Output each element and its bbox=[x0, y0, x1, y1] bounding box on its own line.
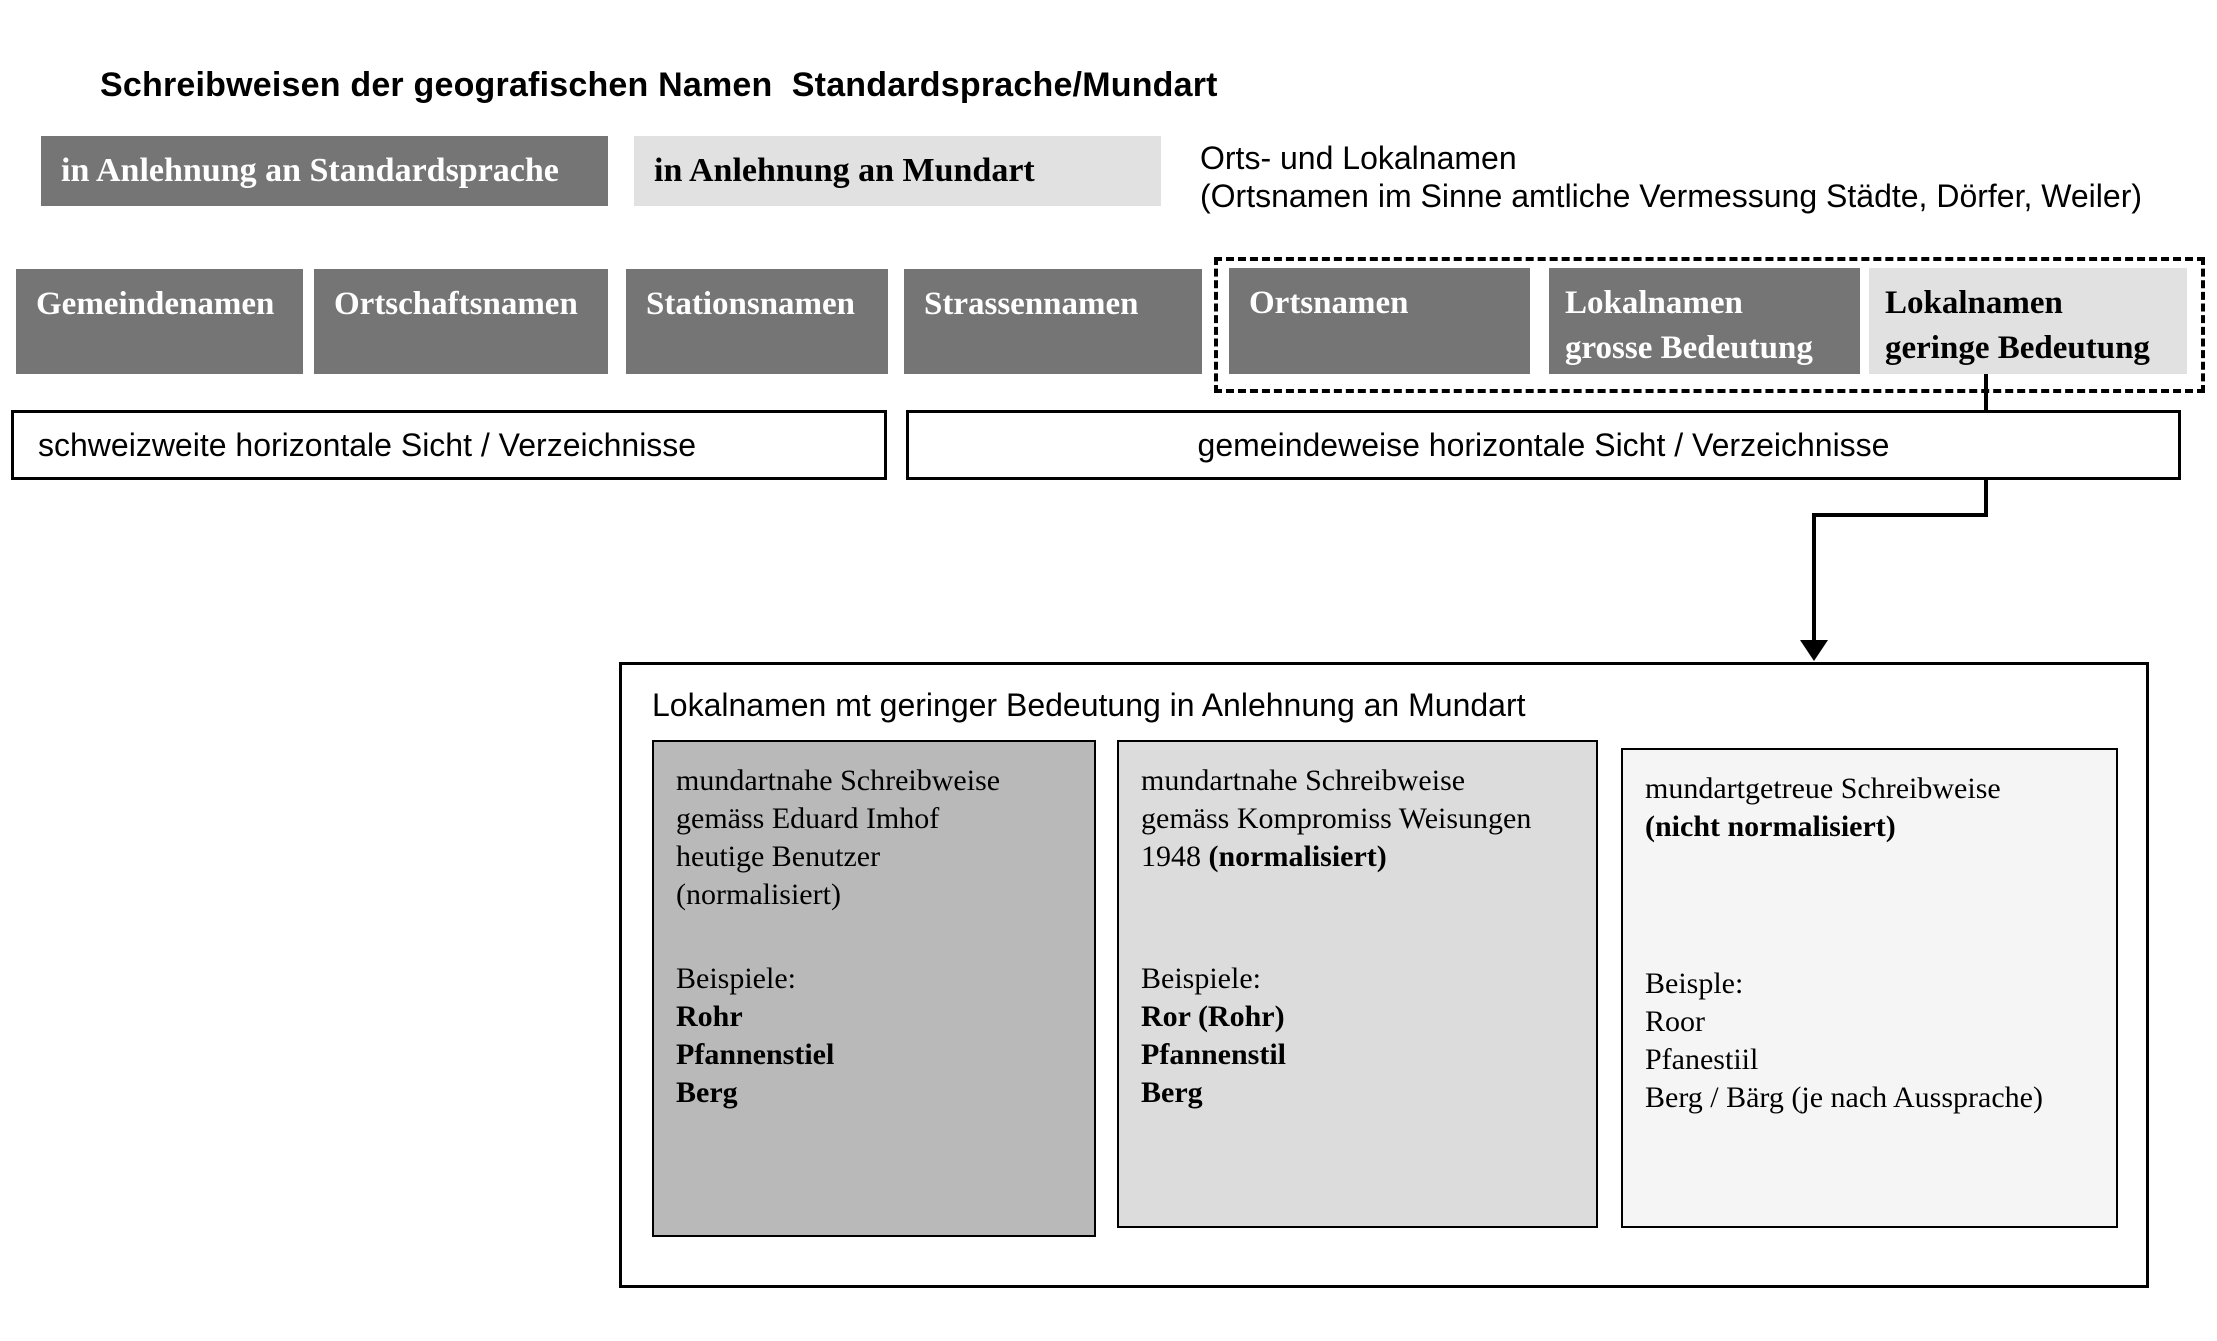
swiss-view-box: schweizweite horizontale Sicht / Verzeic… bbox=[11, 410, 887, 480]
card-mundartgetreu: mundartgetreue Schreibweise (nicht norma… bbox=[1621, 748, 2118, 1228]
standardsprache-header-label: in Anlehnung an Standardsprache bbox=[61, 152, 559, 189]
municipal-view-box: gemeindeweise horizontale Sicht / Verzei… bbox=[906, 410, 2181, 480]
detail-box: Lokalnamen mt geringer Bedeutung in Anle… bbox=[619, 662, 2149, 1288]
gemeindenamen-label: Gemeindenamen bbox=[36, 286, 275, 322]
card-imhof-header: mundartnahe Schreibweise gemäss Eduard I… bbox=[676, 762, 1084, 960]
connector-segment-horizontal bbox=[1812, 513, 1988, 517]
lokalnamen-grosse-line2: grosse Bedeutung bbox=[1565, 330, 1813, 366]
standardsprache-header-box: in Anlehnung an Standardsprache bbox=[41, 136, 608, 206]
mundart-header-label: in Anlehnung an Mundart bbox=[654, 152, 1035, 189]
card-imhof-example3: Berg bbox=[676, 1076, 738, 1109]
stationsnamen-box: Stationsnamen bbox=[626, 269, 888, 374]
page-title: Schreibweisen der geografischen Namen St… bbox=[100, 66, 1218, 104]
lokalnamen-grosse-box: Lokalnamen grosse Bedeutung bbox=[1549, 268, 1860, 374]
card-imhof: mundartnahe Schreibweise gemäss Eduard I… bbox=[652, 740, 1096, 1237]
ortsnamen-label: Ortsnamen bbox=[1249, 285, 1409, 321]
card-imhof-example1: Rohr bbox=[676, 1000, 743, 1033]
ortschaftsnamen-box: Ortschaftsnamen bbox=[314, 269, 608, 374]
swiss-view-label: schweizweite horizontale Sicht / Verzeic… bbox=[38, 426, 697, 463]
card-mundartgetreu-example2: Pfanestiil bbox=[1645, 1043, 1759, 1076]
detail-box-title: Lokalnamen mt geringer Bedeutung in Anle… bbox=[652, 687, 1526, 723]
card-mundartgetreu-line2: (nicht normalisiert) bbox=[1645, 810, 1896, 843]
ortschaftsnamen-label: Ortschaftsnamen bbox=[334, 286, 578, 322]
orts-lokalnamen-dashed-group bbox=[1214, 257, 2205, 393]
card-kompromiss-example2: Pfannenstil bbox=[1141, 1038, 1287, 1071]
card-kompromiss-example1: Ror (Rohr) bbox=[1141, 1000, 1285, 1033]
card-mundartgetreu-line1: mundartgetreue Schreibweise bbox=[1645, 772, 2001, 805]
card-imhof-example2: Pfannenstiel bbox=[676, 1038, 835, 1071]
arrowhead-down-icon bbox=[1800, 640, 1828, 661]
card-mundartgetreu-example3: Berg / Bärg (je nach Aussprache) bbox=[1645, 1081, 2043, 1114]
card-kompromiss-line3: 1948 (normalisiert) bbox=[1141, 840, 1387, 873]
strassennamen-label: Strassennamen bbox=[924, 286, 1139, 322]
lokalnamen-geringe-line1: Lokalnamen bbox=[1885, 285, 2063, 321]
stationsnamen-label: Stationsnamen bbox=[646, 286, 856, 322]
strassennamen-box: Strassennamen bbox=[904, 269, 1202, 374]
card-kompromiss-line2: gemäss Kompromiss Weisungen bbox=[1141, 802, 1532, 835]
names-note: Orts- und Lokalnamen (Ortsnamen im Sinne… bbox=[1200, 139, 2142, 215]
card-imhof-line2: gemäss Eduard Imhof bbox=[676, 802, 940, 835]
card-kompromiss: mundartnahe Schreibweise gemäss Kompromi… bbox=[1117, 740, 1598, 1228]
card-kompromiss-header: mundartnahe Schreibweise gemäss Kompromi… bbox=[1141, 762, 1586, 960]
card-kompromiss-examples-label: Beispiele: bbox=[1141, 962, 1261, 995]
card-mundartgetreu-examples-label: Beisple: bbox=[1645, 967, 1744, 1000]
card-mundartgetreu-example1: Roor bbox=[1645, 1005, 1705, 1038]
lokalnamen-geringe-line2: geringe Bedeutung bbox=[1885, 330, 2150, 366]
card-mundartgetreu-header: mundartgetreue Schreibweise (nicht norma… bbox=[1645, 770, 2106, 965]
municipal-view-label: gemeindeweise horizontale Sicht / Verzei… bbox=[1197, 426, 1890, 463]
card-imhof-examples-label: Beispiele: bbox=[676, 962, 796, 995]
connector-segment-below-box bbox=[1984, 477, 1988, 517]
card-imhof-line1: mundartnahe Schreibweise bbox=[676, 764, 1001, 797]
gemeindenamen-box: Gemeindenamen bbox=[16, 269, 303, 374]
card-imhof-line4: (normalisiert) bbox=[676, 878, 841, 911]
names-note-line2: (Ortsnamen im Sinne amtliche Vermessung … bbox=[1200, 178, 2142, 214]
lokalnamen-geringe-box: Lokalnamen geringe Bedeutung bbox=[1869, 268, 2187, 374]
card-imhof-line3: heutige Benutzer bbox=[676, 840, 881, 873]
ortsnamen-box: Ortsnamen bbox=[1229, 268, 1530, 374]
lokalnamen-grosse-line1: Lokalnamen bbox=[1565, 285, 1743, 321]
names-note-line1: Orts- und Lokalnamen bbox=[1200, 140, 1517, 176]
connector-segment-top bbox=[1984, 374, 1988, 413]
card-kompromiss-example3: Berg bbox=[1141, 1076, 1203, 1109]
connector-segment-vertical bbox=[1812, 513, 1816, 642]
card-kompromiss-line1: mundartnahe Schreibweise bbox=[1141, 764, 1466, 797]
mundart-header-box: in Anlehnung an Mundart bbox=[634, 136, 1161, 206]
